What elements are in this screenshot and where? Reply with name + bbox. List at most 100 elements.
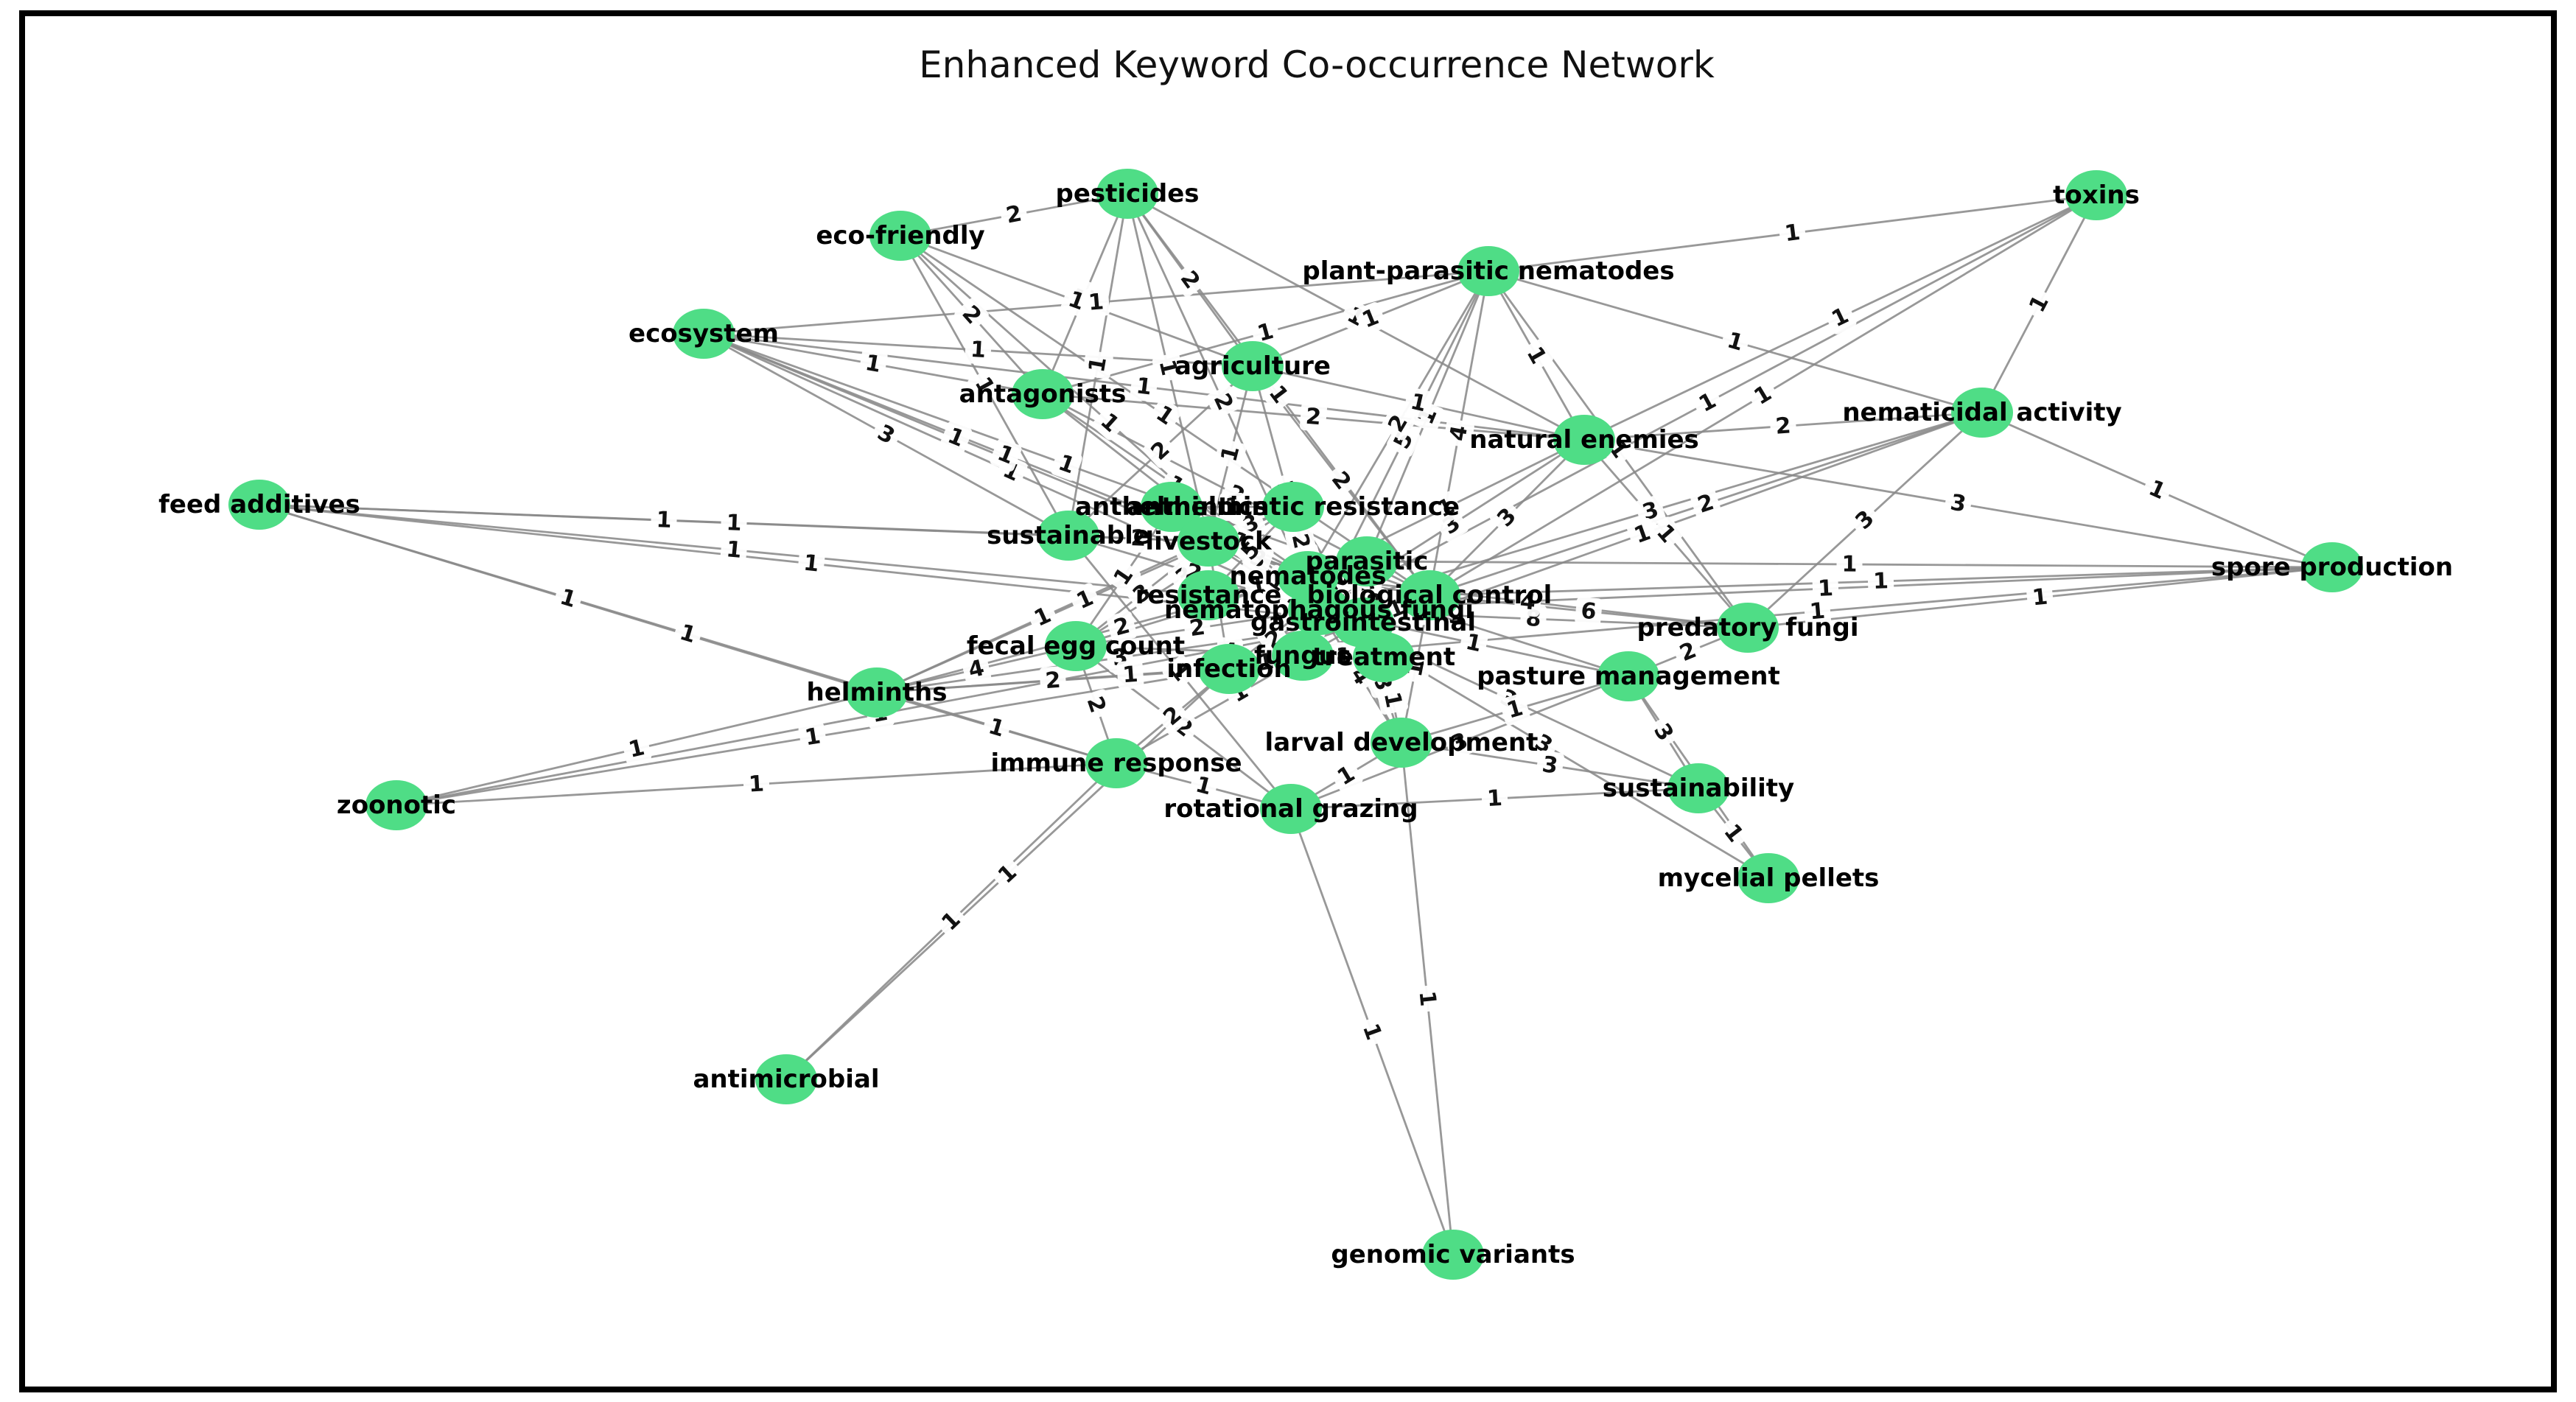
edge-weight-label-bg: [1124, 524, 1152, 553]
edge-weight-label-bg: [1536, 750, 1564, 781]
edge-weight-label: 1: [1412, 984, 1443, 1013]
edge-weight-label-bg: [1443, 726, 1476, 760]
edge-weight-label: 1: [1429, 491, 1463, 525]
edge-weight-label-bg: [869, 418, 903, 452]
edge-weight-label: 1: [990, 857, 1025, 891]
edge-weight-label-bg: [1429, 491, 1463, 525]
node-label-ecosystem: ecosystem: [629, 319, 779, 348]
node-label-mycelial-pellets: mycelial pellets: [1658, 863, 1880, 893]
node-pesticides: [1096, 169, 1158, 219]
edge-weight-label: 4: [1443, 418, 1474, 448]
edge-weight-label: 1: [720, 535, 748, 565]
node-label-pesticides: pesticides: [1056, 179, 1200, 208]
edge-weight-label: 1: [798, 721, 827, 753]
edge-weight-label-bg: [1626, 517, 1659, 551]
edge-weight-label: 3: [1443, 726, 1476, 760]
edge-weight-value: 1: [1783, 220, 1802, 247]
edge-weight-label-bg: [720, 535, 748, 565]
node-label-immune-response: immune response: [990, 749, 1242, 778]
edge-weight-label-bg: [1330, 642, 1357, 671]
edge-weight-label: 1: [2022, 287, 2057, 320]
edge-weight-label: 1: [1082, 350, 1113, 379]
edge-weight-label: 1: [981, 712, 1012, 744]
node-label-nematophagous-fungi: nematophagous fungi: [1164, 595, 1474, 625]
edge-weight-label-bg: [621, 733, 652, 765]
edge-weight-label-bg: [1039, 666, 1067, 695]
edge-weight-label-bg: [1691, 385, 1724, 420]
edge-weight-label: 1: [1812, 574, 1839, 603]
edge-weight-label: 1: [858, 348, 888, 379]
edge-weight-label: 1: [2141, 473, 2174, 507]
edge-weight-label: 2: [1299, 402, 1328, 432]
edge-weight-label: 2: [1079, 689, 1113, 721]
edge-weight-label-bg: [1459, 627, 1488, 659]
chart-title: Enhanced Keyword Co-occurrence Network: [919, 43, 1715, 86]
edge-weight-value: 2: [1044, 667, 1061, 694]
node-resistance: [1177, 570, 1239, 620]
edge-weight-label: 1: [1519, 339, 1553, 372]
edge-weight-label-bg: [858, 348, 888, 379]
edge-weight-label-bg: [1778, 218, 1807, 248]
plot-border: [19, 10, 2557, 1392]
edge-weight-label-bg: [1155, 698, 1190, 734]
node-label-eco-friendly: eco-friendly: [816, 221, 984, 250]
edge-weight-label-bg: [1720, 326, 1751, 358]
edge-weight-label-bg: [1646, 715, 1681, 749]
edge-weight-label-bg: [1690, 488, 1722, 520]
edge-weight-label-bg: [999, 199, 1029, 231]
edge-weight-label-bg: [1299, 402, 1328, 432]
node-agriculture: [1222, 341, 1284, 391]
edge-weight-value: 1: [656, 507, 672, 533]
node-label-rotational-grazing: rotational grazing: [1163, 794, 1418, 824]
edge-weight-label-bg: [743, 769, 770, 799]
edge-weight-label-bg: [1867, 567, 1894, 596]
edge-weight-label: 3: [1536, 750, 1564, 781]
node-label-resistance: resistance: [1135, 581, 1282, 610]
edge-weight-label: 1: [1481, 784, 1508, 813]
node-larval-development: [1371, 718, 1432, 768]
node-label-nematicidal-activity: nematicidal activity: [1842, 398, 2121, 427]
edge-weight-label: 1: [1092, 405, 1127, 441]
edge-weight-label: 2: [1039, 666, 1067, 695]
node-label-antimicrobial: antimicrobial: [693, 1065, 879, 1094]
node-label-parasitic: parasitic: [1306, 547, 1429, 576]
edge-weight-label: 1: [1082, 287, 1110, 318]
edge-weight-value: 1: [970, 337, 987, 363]
node-label-feed-additives: feed additives: [158, 490, 360, 519]
edge-weight-label-bg: [1233, 533, 1268, 569]
edge-weight-label-bg: [1575, 596, 1603, 627]
node-label-infection: infection: [1166, 654, 1291, 684]
edge-weight-label-bg: [797, 548, 825, 579]
edge-weight-value: 1: [1225, 494, 1240, 520]
node-plant-parasitic-nematodes: [1457, 246, 1519, 296]
edge-weight-label-bg: [961, 653, 992, 685]
edge-weight-label: 2: [1206, 385, 1240, 418]
edge-weight-label-bg: [798, 721, 827, 753]
edge-weight-value: 1: [1841, 551, 1857, 577]
edge-weight-label-bg: [2026, 582, 2054, 613]
edge-weight-label: 3: [1646, 715, 1681, 749]
node-infection: [1198, 644, 1260, 694]
node-label-genomic-variants: genomic variants: [1331, 1240, 1575, 1269]
edge-weight-value: 1: [1135, 373, 1153, 400]
edge-weight-value: 1: [1809, 598, 1827, 625]
node-label-pasture-management: pasture management: [1477, 662, 1780, 691]
edge-weight-label: 1: [1836, 550, 1863, 579]
edge-weight-label: 1: [1720, 326, 1751, 358]
edge-weight-label-bg: [990, 438, 1022, 472]
edge-weight-label-bg: [1162, 655, 1197, 690]
edge-weight-label-bg: [1130, 371, 1158, 402]
node-label-larval-development: larval development: [1265, 728, 1539, 757]
edge-weight-value: 1: [1121, 662, 1138, 688]
edge-weight-label: 2: [1690, 488, 1722, 520]
edge-weight-label: 1: [1499, 693, 1530, 726]
edge-weight-value: 1: [2031, 584, 2048, 611]
node-label-livestock: livestock: [1145, 527, 1273, 556]
node-label-gastrointestinal: gastrointestinal: [1250, 608, 1476, 637]
edge-weight-label-bg: [934, 904, 969, 939]
node-label-fecal-egg-count: fecal egg count: [967, 631, 1185, 661]
node-label-nematodes: nematodes: [1230, 561, 1387, 591]
edge-weight-value: 1: [748, 771, 765, 797]
